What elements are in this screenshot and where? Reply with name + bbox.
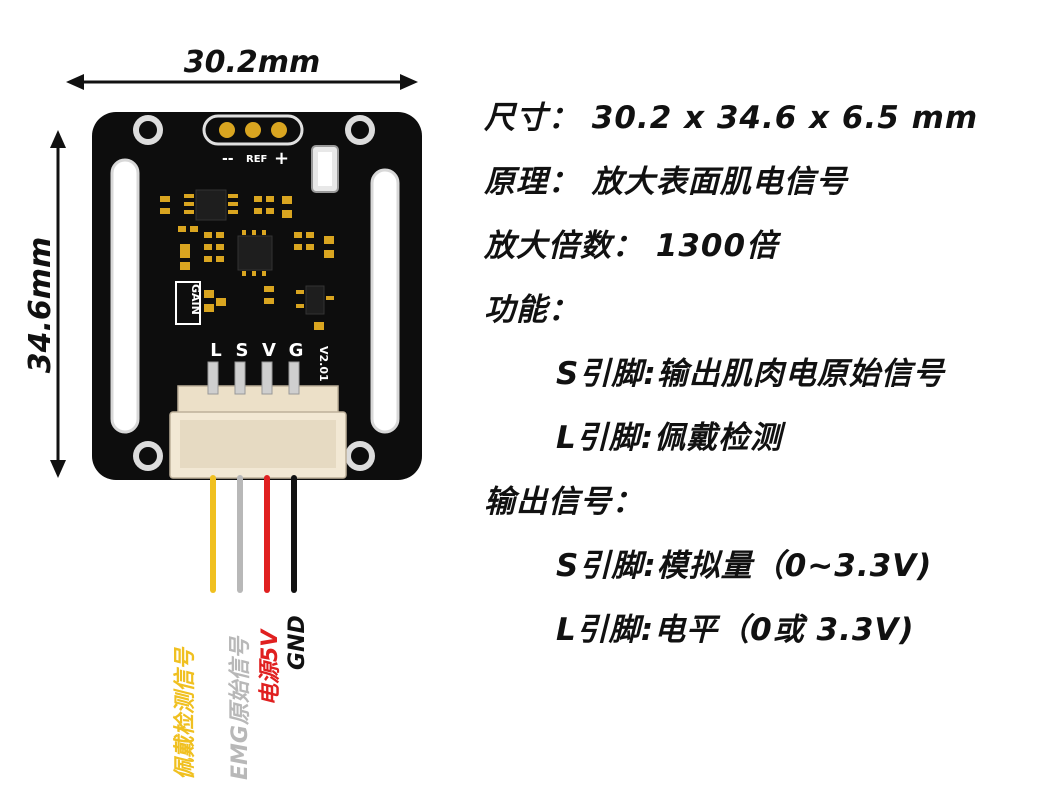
mounting-hole [133, 115, 163, 145]
electrode-pads [202, 114, 304, 146]
spec-l-pin-function: L引脚:佩戴检测 [556, 420, 783, 456]
mounting-hole [345, 115, 375, 145]
wire-label-power: 电源5V [258, 628, 283, 706]
mounting-slot [110, 158, 140, 434]
height-label: 34.6mm [23, 237, 58, 374]
version-label: V2.01 [317, 346, 330, 382]
mounting-hole [133, 441, 163, 471]
gain-jumper: GAIN [175, 281, 202, 325]
pin-label-g: G [289, 340, 304, 361]
pin-label-v: V [262, 340, 276, 361]
spec-principle: 原理： 放大表面肌电信号 [484, 164, 848, 200]
pin-label-s: S [236, 340, 249, 361]
pin-label-l: L [210, 340, 221, 361]
gain-label: GAIN [189, 284, 202, 315]
ic-chip [237, 230, 273, 276]
height-dimension: 34.6mm [23, 130, 66, 478]
connector [169, 361, 347, 479]
wire-label-gnd: GND [285, 615, 310, 670]
spec-l-pin-output: L引脚:电平（0或 3.3V) [556, 612, 915, 648]
minus-label: -- [222, 151, 234, 167]
spec-output: 输出信号： [484, 484, 644, 520]
pcb-board: -- REF + [92, 112, 422, 480]
spec-s-pin-output: S引脚:模拟量（0~3.3V) [556, 548, 933, 584]
ic-chip [184, 189, 238, 221]
passive-components [160, 196, 334, 330]
mounting-slot [370, 168, 400, 434]
ic-chip [296, 285, 334, 315]
spec-s-pin-function: S引脚:输出肌肉电原始信号 [556, 356, 945, 392]
plus-label: + [274, 148, 289, 169]
wires [210, 475, 297, 593]
ref-label: REF [246, 154, 267, 165]
spec-function: 功能： [484, 292, 580, 328]
width-dimension: 30.2mm [66, 45, 418, 90]
spec-gain: 放大倍数： 1300倍 [484, 228, 779, 264]
wire-label-wear-detect: 佩戴检测信号 [172, 646, 198, 780]
wire-label-emg: EMG原始信号 [228, 635, 253, 780]
spec-size: 尺寸： 30.2 x 34.6 x 6.5 mm [484, 100, 979, 136]
mounting-hole [345, 441, 375, 471]
width-label: 30.2mm [184, 45, 321, 80]
